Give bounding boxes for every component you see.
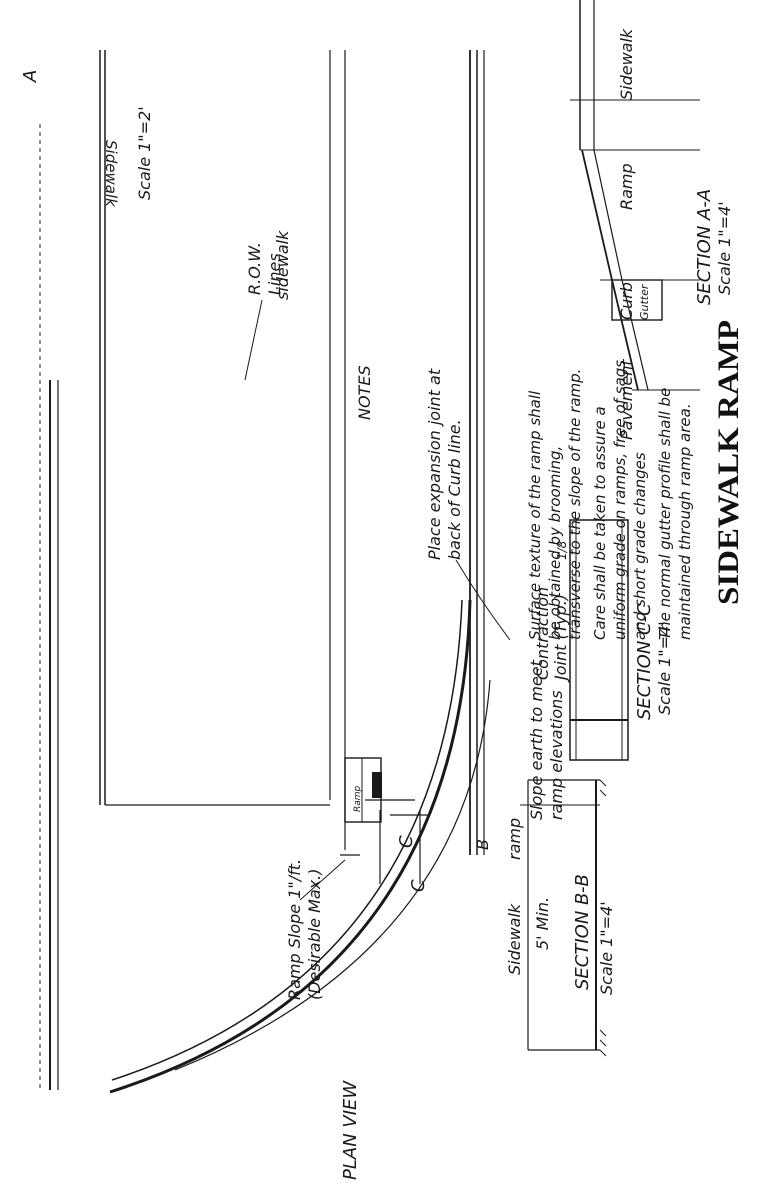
bb-slope-1: Slope earth to meet: [527, 659, 546, 820]
aa-gutter: Gutter: [638, 283, 651, 320]
notes-line-7: The normal gutter profile shall be: [656, 388, 674, 640]
cc-joint-2: Joint (Typ.): [551, 594, 570, 683]
notes-line-6: and short grade changes: [631, 452, 649, 640]
drawing-title: SIDEWALK RAMP: [712, 320, 745, 605]
notes-line-1: Surface texture of the ramp shall: [526, 390, 544, 640]
plan-view: C C A B Scale 1"=2' sidewalk Sidewalk Ra…: [20, 50, 511, 1180]
section-cc: Contraction Joint (Typ.) 1/8 SECTION C-C…: [533, 519, 674, 761]
curb-return-outer: [109, 599, 472, 1094]
cc-dim: 1/8: [555, 540, 569, 560]
notes-line-4: Care shall be taken to assure a: [591, 406, 609, 640]
aa-title: SECTION A-A: [694, 189, 715, 305]
bb-sidewalk: Sidewalk: [505, 903, 524, 975]
ramp-slope-leader: [299, 859, 346, 901]
plan-row-line-1: R.O.W.: [245, 242, 264, 295]
plan-mark-b: B: [473, 839, 492, 850]
section-aa: Pavement Curb Ramp Sidewalk Gutter SECTI…: [570, 0, 734, 440]
plan-sidewalk-lower: sidewalk: [273, 230, 292, 300]
cc-joint-1: Contraction: [533, 587, 552, 680]
aa-label-curb: Curb: [617, 282, 636, 320]
curb-return-inner: [111, 599, 463, 1081]
notes-line-5: uniform grade on ramps, free of sags: [611, 360, 629, 640]
ramp-slope-hatch: [372, 772, 382, 798]
plan-scale: Scale 1"=2': [135, 106, 154, 200]
bb-title: SECTION B-B: [572, 874, 593, 990]
aa-label-pavement: Pavement: [617, 359, 636, 440]
aa-label-ramp: Ramp: [617, 163, 636, 210]
bb-ramp: ramp: [505, 818, 524, 860]
plan-ramp-slope-1: Ramp Slope 1"/ft.: [285, 859, 304, 1000]
pavement-return: [174, 679, 491, 1071]
cc-slab: [569, 519, 629, 761]
notes-line-2: be obtained by brooming,: [546, 446, 564, 640]
aa-scale: Scale 1"=4': [715, 201, 734, 295]
aa-curb: [611, 279, 663, 321]
notes-heading: NOTES: [355, 365, 374, 420]
plan-mark-a: A: [20, 70, 41, 83]
plan-mark-c-upper: C: [396, 835, 417, 848]
plan-row-line-2: Lines: [265, 253, 284, 295]
row-leader: [244, 299, 263, 381]
section-bb: Sidewalk ramp 5' Min. Slope earth to mee…: [505, 659, 616, 1057]
aa-ramp-bottom: [593, 0, 649, 391]
bb-slope-2: ramp elevations: [547, 690, 566, 820]
notes-line-3: transverse to the slope of the ramp.: [566, 369, 584, 640]
notes-line-8: maintained through ramp area.: [676, 403, 694, 640]
cc-scale: Scale 1"=4': [655, 621, 674, 715]
plan-expansion-1: Place expansion joint at: [425, 368, 444, 560]
plan-sidewalk-upper: Sidewalk: [102, 140, 120, 208]
bb-earth-hatch: [599, 779, 607, 1057]
cc-title: SECTION C-C: [634, 603, 655, 720]
bb-scale: Scale 1"=4': [597, 901, 616, 995]
bb-min: 5' Min.: [533, 897, 552, 950]
plan-view-label: PLAN VIEW: [340, 1080, 361, 1180]
plan-ramp-label: Ramp: [353, 785, 363, 812]
plan-mark-c-lower: C: [408, 879, 429, 892]
plan-ramp-slope-2: (Desirable Max.): [305, 868, 324, 1000]
expansion-leader: [455, 559, 511, 641]
notes-block: NOTES Surface texture of the ramp shall …: [355, 360, 694, 640]
aa-label-sidewalk: Sidewalk: [617, 28, 636, 100]
plan-expansion-2: back of Curb line.: [445, 419, 464, 560]
